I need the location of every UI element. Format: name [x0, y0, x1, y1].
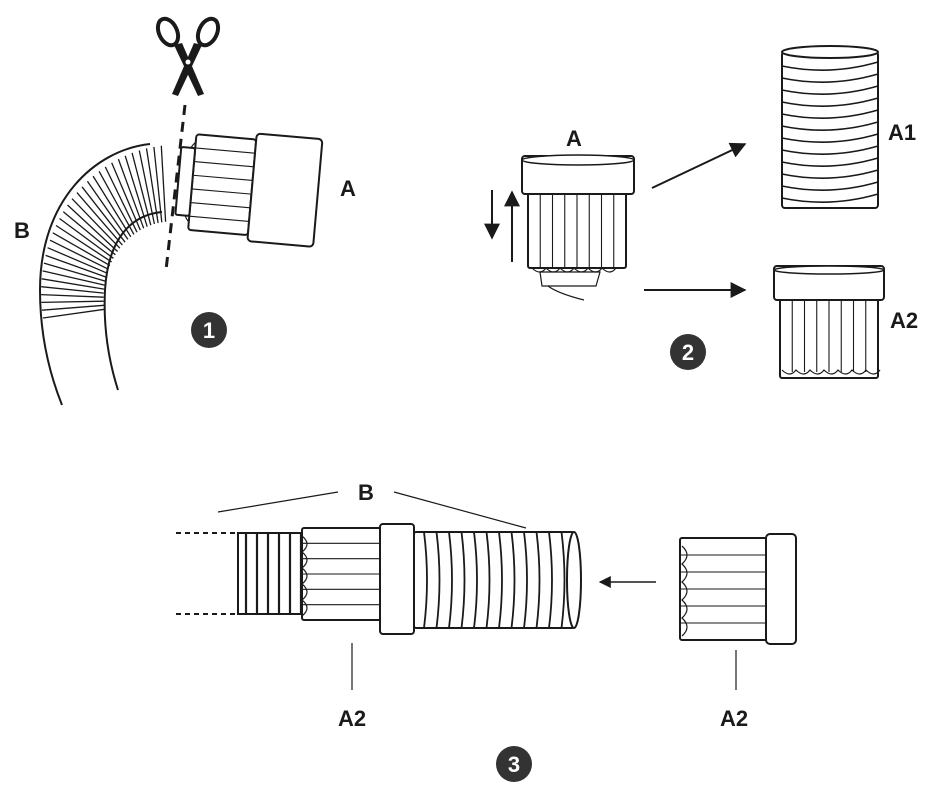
- label-fitting-a2-joined: A2: [338, 706, 366, 731]
- step-2-panel: A A1 A2 2: [484, 45, 918, 379]
- scissors-icon: [155, 16, 221, 96]
- label-hose-b-step3: B: [358, 480, 374, 505]
- fitting-a2-joined: [301, 523, 415, 635]
- hose-section-right: [413, 531, 582, 629]
- label-part-a1: A1: [888, 120, 916, 145]
- leader-b-left: [217, 491, 339, 513]
- step-3-badge: 3: [496, 746, 532, 782]
- step-2-badge: 2: [670, 334, 706, 370]
- cut-line: [164, 104, 187, 271]
- part-a1-threaded: [781, 45, 879, 209]
- leader-b-right: [393, 491, 527, 529]
- label-fitting-a: A: [340, 176, 356, 201]
- fitting-a-upright: [521, 154, 635, 301]
- svg-text:1: 1: [203, 318, 215, 343]
- hose-ribs: [41, 145, 167, 319]
- label-part-a2: A2: [890, 308, 918, 333]
- arrow-to-a1-icon: [651, 142, 747, 189]
- label-hose-b: B: [14, 218, 30, 243]
- hose-section-left: [237, 532, 311, 615]
- label-fitting-a2-loose: A2: [720, 706, 748, 731]
- fitting-a-attached: [174, 132, 324, 248]
- bent-hose: [38, 143, 167, 406]
- step-1-panel: B A 1: [14, 16, 356, 406]
- svg-text:2: 2: [682, 340, 694, 365]
- step-1-badge: 1: [191, 312, 227, 348]
- step-3-panel: B: [176, 480, 797, 782]
- part-a2-sleeve: [773, 265, 885, 379]
- fitting-a2-loose: [679, 533, 797, 645]
- label-fitting-a-step2: A: [566, 126, 582, 151]
- svg-text:3: 3: [508, 752, 520, 777]
